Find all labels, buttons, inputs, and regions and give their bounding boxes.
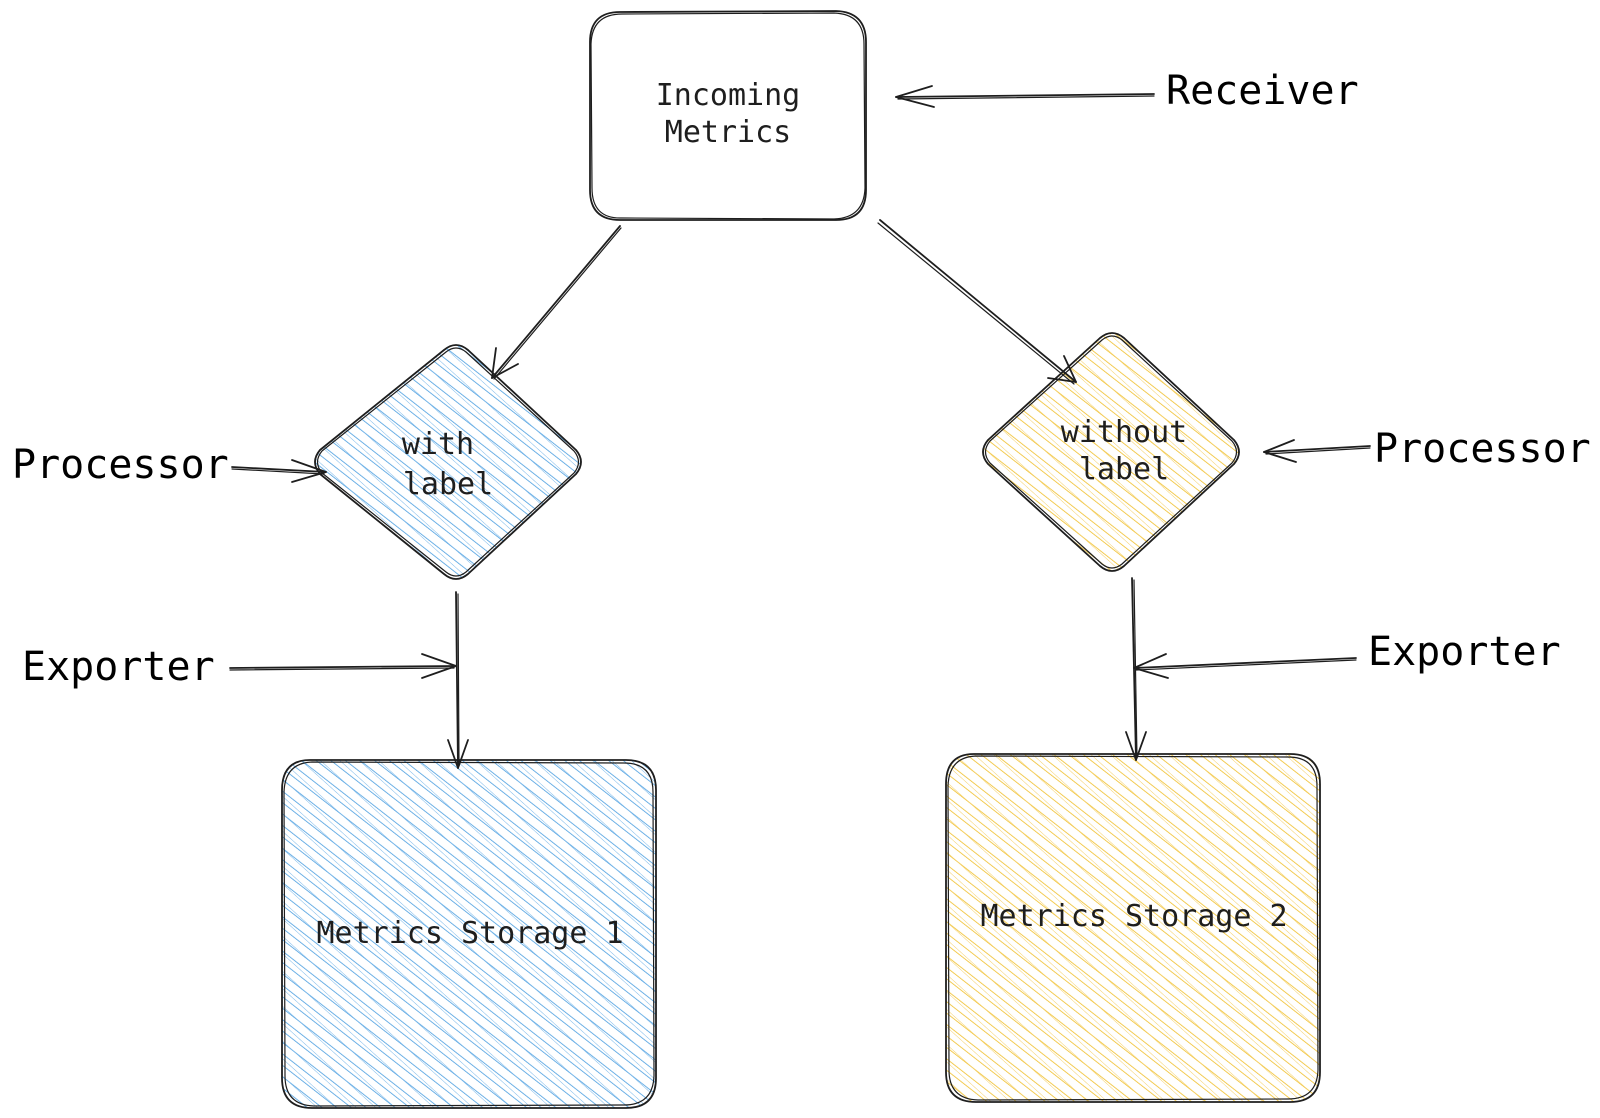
metrics-storage-2-label: Metrics Storage 2 xyxy=(980,899,1287,934)
exporter-left-label: Exporter xyxy=(22,644,215,690)
arrow-incoming-to-with-label xyxy=(491,225,622,380)
arrow-receiver xyxy=(895,85,1155,108)
without-label-diamond: without label xyxy=(982,332,1240,572)
arrow-exporter-left xyxy=(229,653,457,679)
arrow-processor-right xyxy=(1263,439,1371,463)
metrics-storage-2-node: Metrics Storage 2 xyxy=(945,753,1321,1103)
without-label-line1: without xyxy=(1061,415,1187,450)
arrow-incoming-to-without-label xyxy=(877,219,1077,385)
arrow-exporter-right xyxy=(1133,653,1357,679)
arrow-with-label-to-storage-1 xyxy=(447,591,469,769)
with-label-line1: with xyxy=(402,427,474,462)
incoming-metrics-node: Incoming Metrics xyxy=(589,10,867,221)
processor-right-label: Processor xyxy=(1374,426,1591,472)
processor-left-label: Processor xyxy=(12,442,229,488)
metrics-storage-1-node: Metrics Storage 1 xyxy=(281,759,657,1109)
metrics-storage-1-label: Metrics Storage 1 xyxy=(316,916,623,951)
with-label-diamond: with label xyxy=(314,344,582,580)
with-label-line2: label xyxy=(403,467,493,502)
without-label-line2: label xyxy=(1079,452,1169,487)
arrow-processor-left xyxy=(231,459,327,483)
incoming-metrics-line2: Metrics xyxy=(665,115,791,150)
receiver-label: Receiver xyxy=(1166,68,1359,114)
incoming-metrics-line1: Incoming xyxy=(656,78,801,113)
exporter-right-label: Exporter xyxy=(1368,629,1561,675)
